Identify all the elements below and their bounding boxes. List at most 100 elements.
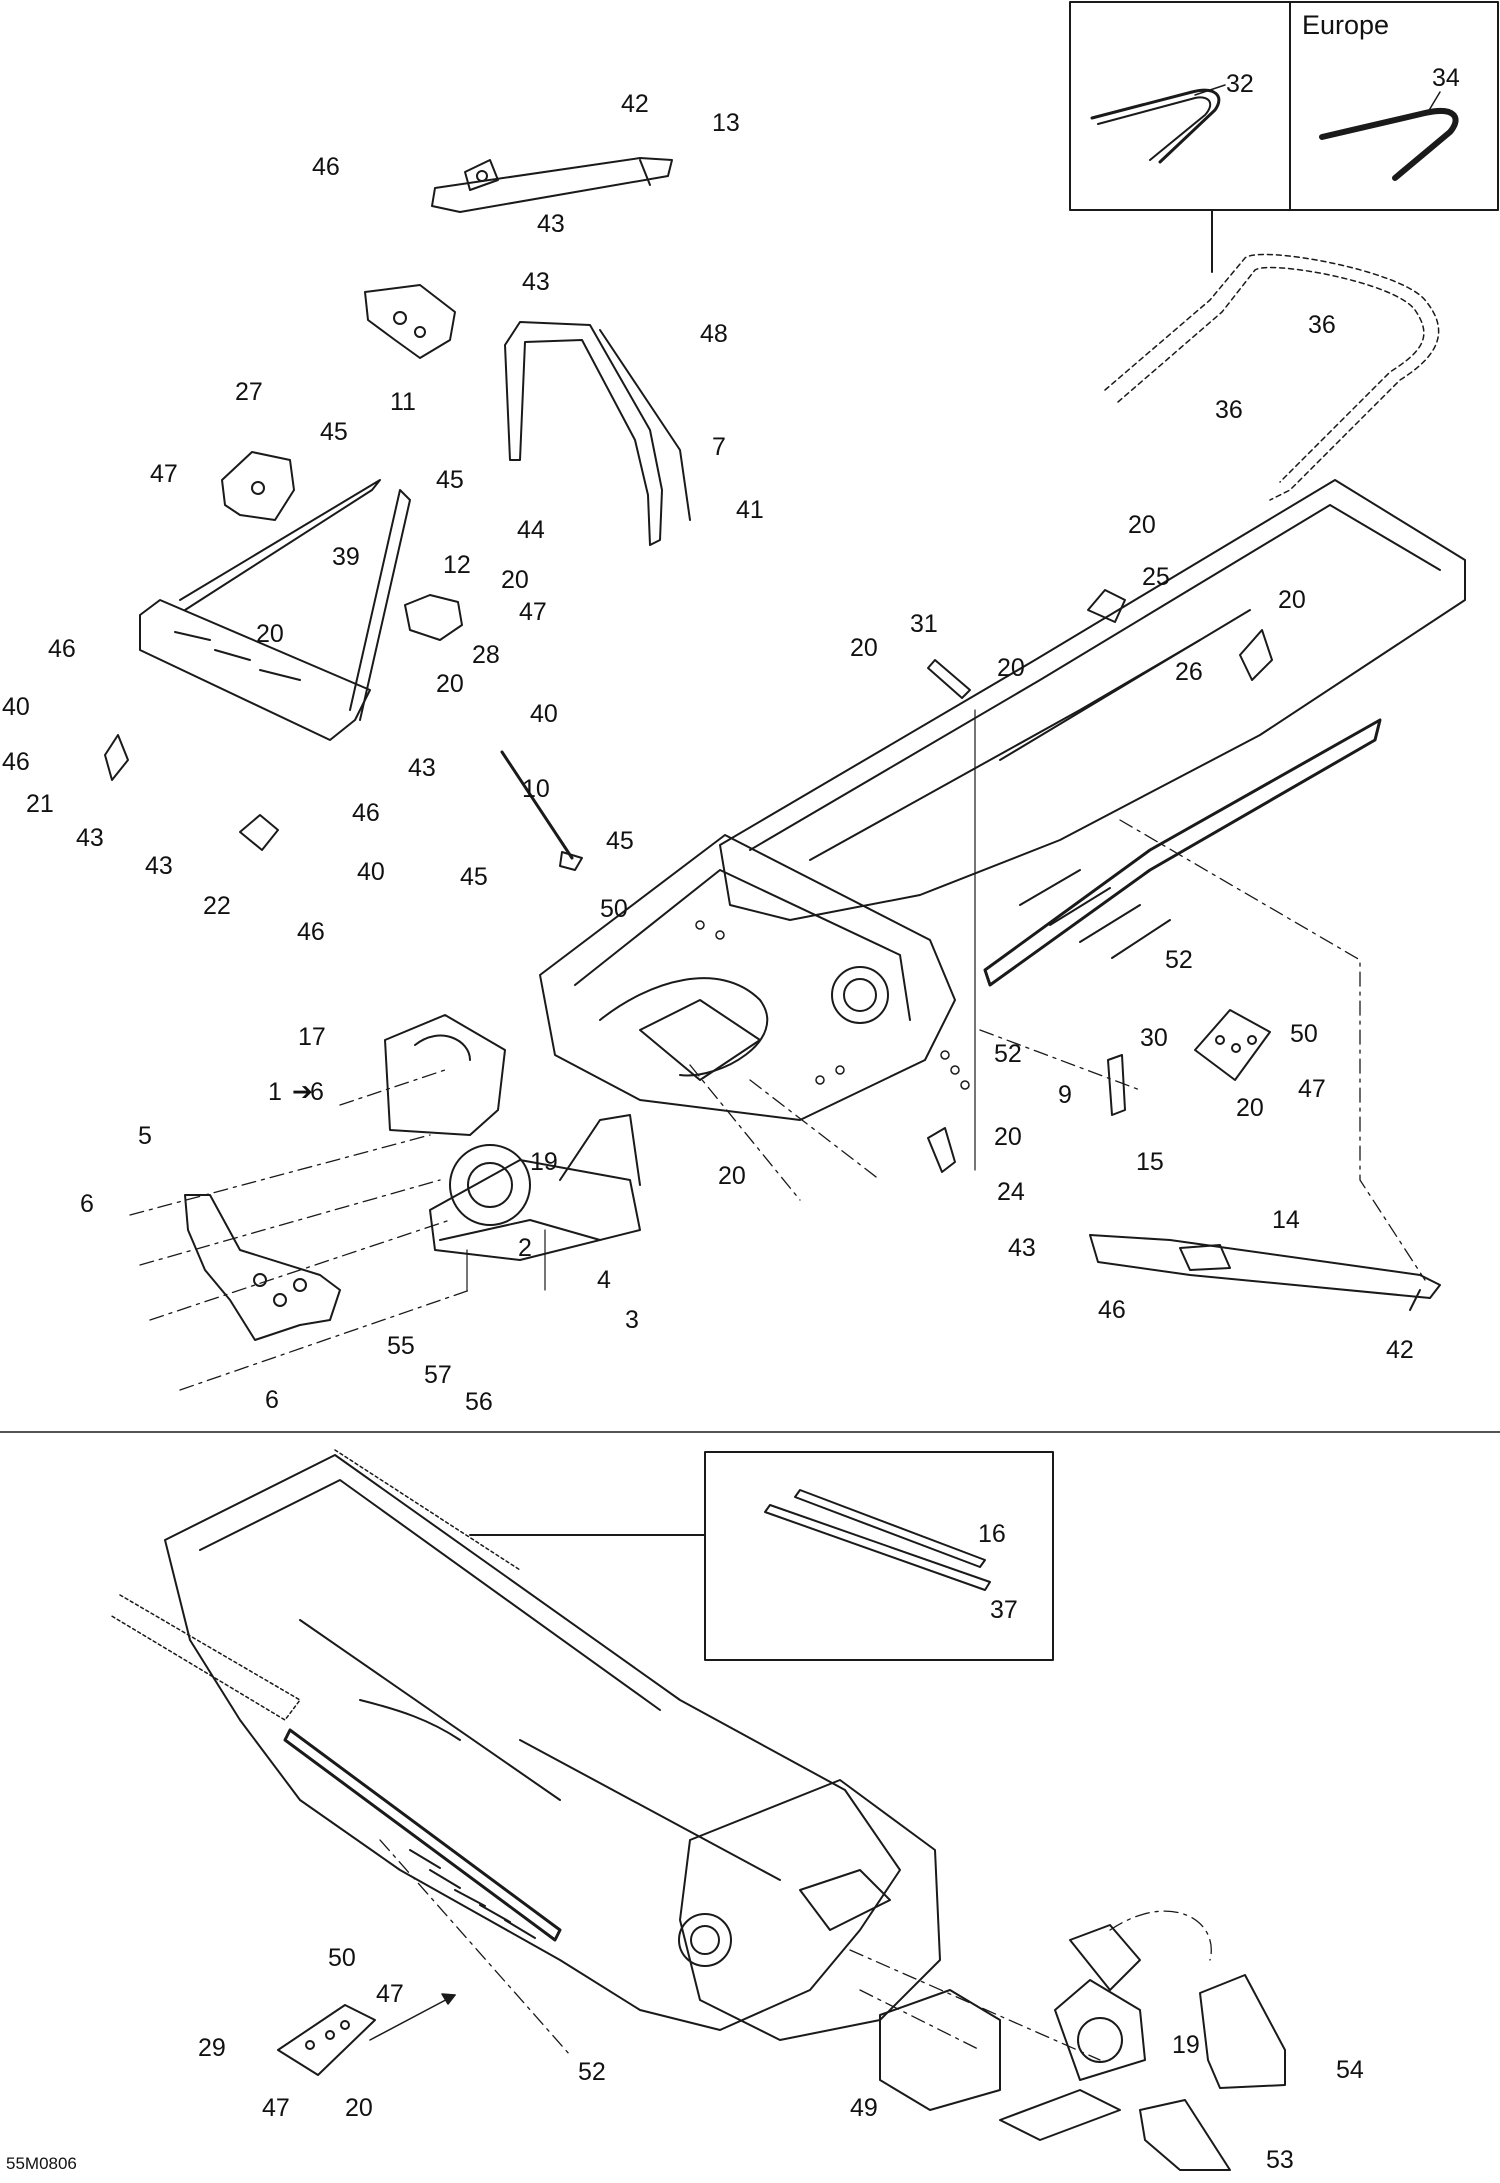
callout-11: 11 (390, 388, 416, 416)
inset-region-label: Europe (1302, 10, 1390, 40)
bracket-11 (364, 284, 456, 359)
callout-6-b: 6 (80, 1190, 94, 1218)
inset-box-top (1069, 1, 1499, 273)
callout-39: 39 (332, 543, 360, 571)
footrest-29 (277, 2004, 376, 2076)
callout-26: 26 (1175, 658, 1203, 686)
callout-1: 1 (268, 1078, 282, 1106)
callout-46-f: 46 (1098, 1296, 1126, 1324)
callout-13: 13 (712, 109, 740, 137)
callout-46-d: 46 (352, 799, 380, 827)
callout-31: 31 (910, 610, 938, 638)
callout-36-a: 36 (1308, 311, 1336, 339)
chassis-bottom (164, 1454, 941, 2041)
callout-24: 24 (997, 1178, 1025, 1206)
callout-6-a: 6 (310, 1078, 324, 1106)
callout-3: 3 (625, 1306, 639, 1334)
callout-2: 2 (518, 1234, 532, 1262)
callout-43-c: 43 (76, 824, 104, 852)
callout-20-j: 20 (718, 1162, 746, 1190)
callout-43-d: 43 (408, 754, 436, 782)
callout-42-a: 42 (621, 90, 649, 118)
callout-45-b: 45 (436, 466, 464, 494)
leader-lines-bottom (379, 1839, 1212, 2061)
callout-52-a: 52 (1165, 946, 1193, 974)
callout-45-d: 45 (460, 863, 488, 891)
callout-20-k: 20 (345, 2094, 373, 2122)
callout-30: 30 (1140, 1024, 1168, 1052)
callout-20-a: 20 (501, 566, 529, 594)
callout-20-b: 20 (256, 620, 284, 648)
bulkhead-6 (384, 1014, 531, 1226)
callout-46-e: 46 (297, 918, 325, 946)
arrow-glyph-1-6: ➔ (292, 1078, 313, 1106)
rear-brace-13 (431, 157, 673, 213)
callout-43-b: 43 (522, 268, 550, 296)
callout-32: 32 (1226, 70, 1254, 98)
strap-31 (927, 659, 971, 699)
callout-10: 10 (522, 775, 550, 803)
callout-20-e: 20 (1278, 586, 1306, 614)
callout-37: 37 (990, 1596, 1018, 1624)
callout-6-c: 6 (265, 1386, 279, 1414)
callout-47-a: 47 (150, 460, 178, 488)
side-plate-5 (184, 1194, 341, 1341)
callout-50-b: 50 (1290, 1020, 1318, 1048)
inset-box-bottom (469, 1451, 1054, 1661)
callout-50-a: 50 (600, 895, 628, 923)
dashed-handle (1104, 253, 1440, 501)
callout-20-g: 20 (997, 654, 1025, 682)
bracket-28 (404, 594, 463, 641)
callout-44: 44 (517, 516, 545, 544)
callout-45-a: 45 (320, 418, 348, 446)
callout-36-b: 36 (1215, 396, 1243, 424)
callout-52-c: 52 (578, 2058, 606, 2086)
callout-20-d: 20 (1128, 511, 1156, 539)
leader-lines-top (129, 819, 1426, 1391)
callout-28: 28 (472, 641, 500, 669)
callout-34: 34 (1432, 64, 1460, 92)
foam-54 (1199, 1974, 1286, 2089)
callout-43-f: 43 (1008, 1234, 1036, 1262)
steering-column-12 (139, 479, 411, 741)
chassis-top (539, 479, 1466, 1121)
callout-56: 56 (465, 1388, 493, 1416)
callout-49: 49 (850, 2094, 878, 2122)
callout-14: 14 (1272, 1206, 1300, 1234)
callout-20-f: 20 (850, 634, 878, 662)
bracket-24 (927, 1127, 956, 1173)
callout-42-b: 42 (1386, 1336, 1414, 1364)
callout-4: 4 (597, 1266, 611, 1294)
bracket-9 (1107, 1054, 1126, 1116)
callout-19-a: 19 (530, 1148, 558, 1176)
callout-15: 15 (1136, 1148, 1164, 1176)
callout-55: 55 (387, 1332, 415, 1360)
callout-48: 48 (700, 320, 728, 348)
arrow-left-bottom (369, 1993, 456, 2041)
callout-47-c: 47 (1298, 1075, 1326, 1103)
callout-40-a: 40 (2, 693, 30, 721)
callout-20-c: 20 (436, 670, 464, 698)
bracket-26 (1239, 629, 1273, 681)
leader-lines-solid-top (466, 709, 976, 1291)
footrest-30 (1194, 1009, 1271, 1081)
callout-17: 17 (298, 1023, 326, 1051)
bracket-21 (104, 734, 129, 781)
steering-arm-10 (500, 750, 583, 871)
callout-54: 54 (1336, 2056, 1364, 2084)
callout-20-i: 20 (994, 1123, 1022, 1151)
reference-code: 55M0806 (6, 2154, 77, 2173)
bracket-22 (239, 814, 279, 851)
callout-19-b: 19 (1172, 2031, 1200, 2059)
callout-45-c: 45 (606, 827, 634, 855)
callout-22: 22 (203, 892, 231, 920)
callout-7: 7 (712, 433, 726, 461)
callout-41: 41 (736, 496, 764, 524)
callout-20-h: 20 (1236, 1094, 1264, 1122)
callout-53: 53 (1266, 2146, 1294, 2174)
callout-27: 27 (235, 378, 263, 406)
side-rail-left (109, 1449, 521, 1721)
callout-12: 12 (443, 551, 471, 579)
hoop-7 (504, 321, 691, 546)
grab-handle-34 (1319, 91, 1459, 181)
